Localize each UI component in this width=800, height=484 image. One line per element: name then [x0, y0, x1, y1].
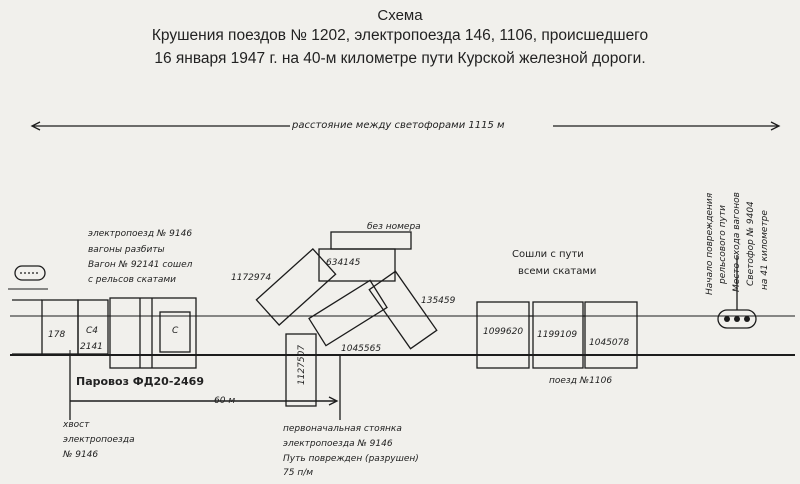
car-634145-label: 634145 — [326, 258, 361, 268]
car-1199109-box — [532, 301, 584, 369]
signal-light-3 — [744, 316, 750, 322]
signal-light-1 — [724, 316, 730, 322]
initial-stop-1: первоначальная стоянка — [283, 424, 402, 434]
damage-start-5: на 41 километре — [760, 210, 770, 290]
train-1106-label: поезд №1106 — [549, 376, 613, 386]
car-2141-label-b: 2141 — [80, 342, 103, 352]
damage-start-2: рельсового пути — [718, 205, 728, 284]
car-1127507-label: 1127507 — [297, 344, 307, 385]
car-1045565-box — [308, 279, 388, 347]
arrow-right-icon — [770, 121, 781, 131]
car-178-box — [41, 299, 79, 355]
dist-60-label: 60 м — [214, 396, 236, 406]
emu-note-4: с рельсов скатами — [88, 275, 177, 285]
car-1099620-label: 1099620 — [483, 327, 524, 337]
damage-start-1: Начало повреждения — [705, 192, 715, 295]
car-178-label: 178 — [48, 330, 66, 340]
locomotive-c-label: С — [172, 326, 179, 336]
derailed-label-2: всеми скатами — [518, 266, 597, 277]
initial-stop-4: 75 п/м — [283, 468, 314, 478]
car-1127507-box — [285, 333, 317, 407]
car-1045565-label: 1045565 — [341, 344, 382, 354]
diagram-title: Схема — [377, 7, 423, 24]
car-135459-box — [368, 270, 438, 350]
tail-label-1: хвост — [63, 420, 90, 430]
car-135459-label: 135459 — [421, 296, 456, 306]
dist-60-arrow-icon — [328, 396, 339, 406]
car-1099620-box — [476, 301, 530, 369]
locomotive-box — [109, 297, 197, 369]
tail-label-2: электропоезда — [63, 435, 135, 445]
car-1199109-label: 1199109 — [537, 330, 578, 340]
car-2141-box — [77, 299, 109, 355]
emu-note-3: Вагон № 92141 сошел — [88, 260, 193, 270]
arrow-left-icon — [30, 121, 41, 131]
emu-note-2: вагоны разбиты — [88, 245, 165, 255]
no-number-car-box — [330, 231, 412, 250]
signal-9404 — [717, 309, 757, 329]
diagram-subtitle-line2: 16 января 1947 г. на 40-м километре пути… — [154, 50, 646, 67]
signal-light-2 — [734, 316, 740, 322]
car-2141-label-a: С4 — [86, 326, 99, 336]
locomotive-label: Паровоз ФД20-2469 — [76, 375, 204, 388]
damage-start-4: Светофор № 9404 — [746, 201, 756, 286]
derailed-label-1: Сошли с пути — [512, 249, 584, 260]
car-634145-box — [318, 248, 396, 282]
emu-note-1: электропоезд № 9146 — [88, 229, 193, 239]
initial-stop-3: Путь поврежден (разрушен) — [283, 454, 419, 464]
tail-label-3: № 9146 — [63, 450, 99, 460]
diagram-subtitle-line1: Крушения поездов № 1202, электропоезда 1… — [151, 27, 649, 44]
car-1045078-box — [584, 301, 638, 369]
car-1045078-label: 1045078 — [589, 338, 630, 348]
damage-start-3: Место схода вагонов — [732, 192, 742, 292]
car-1172974-box — [255, 248, 337, 326]
car-1172974-label: 1172974 — [231, 273, 272, 283]
distance-label: расстояние между светофорами 1115 м — [292, 120, 505, 131]
no-number-label: без номера — [367, 222, 421, 232]
signal-left — [14, 265, 46, 281]
initial-stop-2: электропоезда № 9146 — [283, 439, 393, 449]
